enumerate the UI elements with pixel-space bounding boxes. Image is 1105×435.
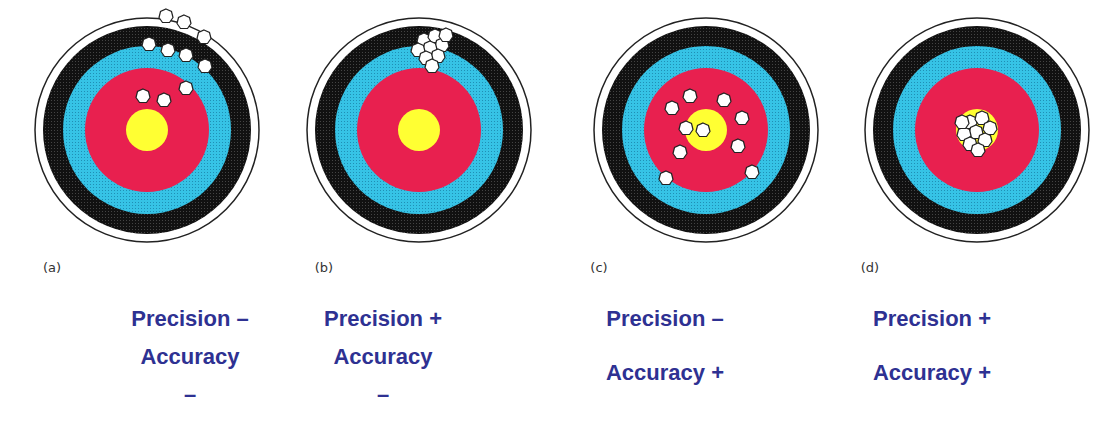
hit-mark	[665, 101, 679, 115]
accuracy-rating: Accuracy –	[134, 338, 246, 414]
target-rings	[865, 18, 1089, 242]
hit-mark	[198, 59, 212, 73]
hit-mark	[659, 171, 673, 185]
hit-mark	[179, 48, 193, 62]
hit-mark	[136, 89, 150, 103]
hit-mark	[955, 115, 969, 129]
target-rings	[307, 18, 531, 242]
target-a	[35, 9, 259, 242]
arrow-hits	[411, 28, 453, 73]
target-c	[594, 18, 818, 242]
accuracy-rating: Accuracy +	[873, 354, 991, 392]
hit-mark	[731, 139, 745, 153]
hit-mark	[425, 59, 439, 73]
hit-mark	[717, 93, 731, 107]
hit-mark	[157, 93, 171, 107]
hit-mark	[179, 81, 193, 95]
hit-mark	[735, 111, 749, 125]
arrow-hits	[955, 111, 997, 157]
panel-letter: (b)	[315, 260, 333, 275]
precision-rating: Precision +	[324, 300, 442, 338]
target-rings	[594, 18, 818, 242]
hit-mark	[439, 28, 453, 42]
panel-letter: (c)	[590, 260, 607, 275]
arrow-hits	[136, 9, 212, 107]
hit-mark	[177, 15, 191, 29]
arrow-hits	[659, 89, 759, 185]
hit-mark	[197, 30, 211, 44]
accuracy-rating: Accuracy +	[606, 354, 724, 392]
precision-rating: Precision –	[131, 300, 248, 338]
hit-mark	[679, 121, 693, 135]
hit-mark	[161, 43, 175, 57]
hit-mark	[696, 123, 710, 137]
precision-rating: Precision –	[606, 300, 723, 338]
hit-mark	[142, 37, 156, 51]
panel-letter: (a)	[43, 260, 61, 275]
hit-mark	[683, 89, 697, 103]
target-d	[865, 18, 1089, 242]
hit-mark	[971, 143, 985, 157]
panel-letter: (d)	[861, 260, 879, 275]
accuracy-rating: Accuracy –	[327, 338, 439, 414]
hit-mark	[159, 9, 173, 23]
hit-mark	[745, 165, 759, 179]
target-b	[307, 18, 531, 242]
hit-mark	[673, 145, 687, 159]
target-rings	[35, 18, 259, 242]
precision-rating: Precision +	[873, 300, 991, 338]
